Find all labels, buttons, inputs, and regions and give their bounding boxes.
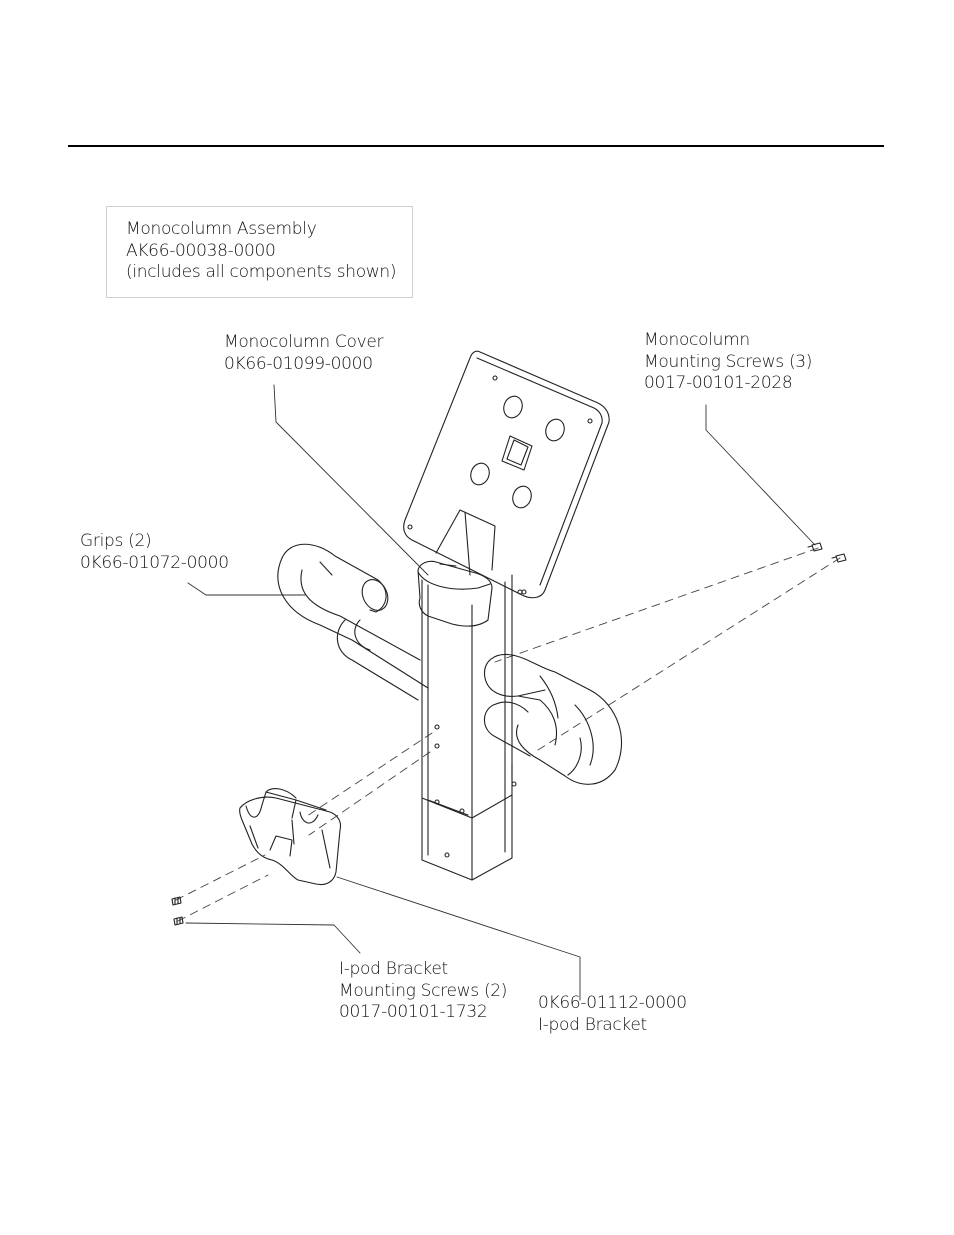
ipod-screws-part-number: 0017-00101-1732 bbox=[339, 1002, 488, 1022]
ipod-screws-line1: I-pod Bracket bbox=[339, 959, 448, 979]
assembly-info-box bbox=[106, 206, 413, 298]
callout-monocolumn-mounting-screws: Monocolumn Mounting Screws (3) 0017-0010… bbox=[644, 330, 812, 395]
assembly-note: (includes all components shown) bbox=[126, 262, 397, 282]
leader-ipod-bracket bbox=[336, 876, 581, 1001]
assembly-axes bbox=[175, 547, 841, 922]
mounting-screws-line2: Mounting Screws (3) bbox=[644, 351, 813, 372]
grips-part-number: 0K66-01072-0000 bbox=[80, 552, 229, 573]
ipod-bracket-part-number: 0K66-01112-0000 bbox=[538, 993, 687, 1013]
cover-part-number: 0K66-01099-0000 bbox=[224, 353, 373, 374]
ipod-screws-line2: Mounting Screws (2) bbox=[339, 980, 508, 1001]
grip-right-icon bbox=[483, 653, 623, 785]
mounting-screws-part-number: 0017-00101-2028 bbox=[644, 373, 793, 393]
leader-ipod-screws bbox=[185, 922, 361, 954]
leader-grips bbox=[187, 582, 306, 596]
header-rule bbox=[68, 145, 884, 147]
grips-name: Grips (2) bbox=[80, 531, 152, 551]
callout-ipod-bracket: 0K66-01112-0000 I-pod Bracket bbox=[538, 993, 687, 1036]
leader-cover bbox=[273, 384, 429, 576]
leader-mounting-screws bbox=[705, 404, 816, 546]
assembly-part-number: AK66-00038-0000 bbox=[126, 240, 276, 261]
mounting-screws-line1: Monocolumn bbox=[644, 330, 750, 350]
monocolumn-icon bbox=[403, 350, 610, 881]
callout-ipod-bracket-screws: I-pod Bracket Mounting Screws (2) 0017-0… bbox=[339, 959, 507, 1024]
callout-monocolumn-cover: Monocolumn Cover 0K66-01099-0000 bbox=[224, 332, 384, 375]
assembly-name: Monocolumn Assembly bbox=[126, 219, 317, 239]
leader-lines bbox=[185, 384, 816, 1001]
monocolumn-screw-icon bbox=[807, 542, 847, 563]
cover-name: Monocolumn Cover bbox=[224, 332, 384, 352]
ipod-bracket-name: I-pod Bracket bbox=[538, 1014, 647, 1035]
grip-left-icon bbox=[277, 543, 429, 701]
ipod-screw-icon bbox=[171, 896, 184, 926]
ipod-bracket-icon bbox=[239, 788, 342, 886]
monocolumn-cover-icon bbox=[417, 560, 493, 627]
callout-grips: Grips (2) 0K66-01072-0000 bbox=[80, 531, 229, 574]
assembly-label: Monocolumn Assembly AK66-00038-0000 (inc… bbox=[126, 219, 397, 284]
